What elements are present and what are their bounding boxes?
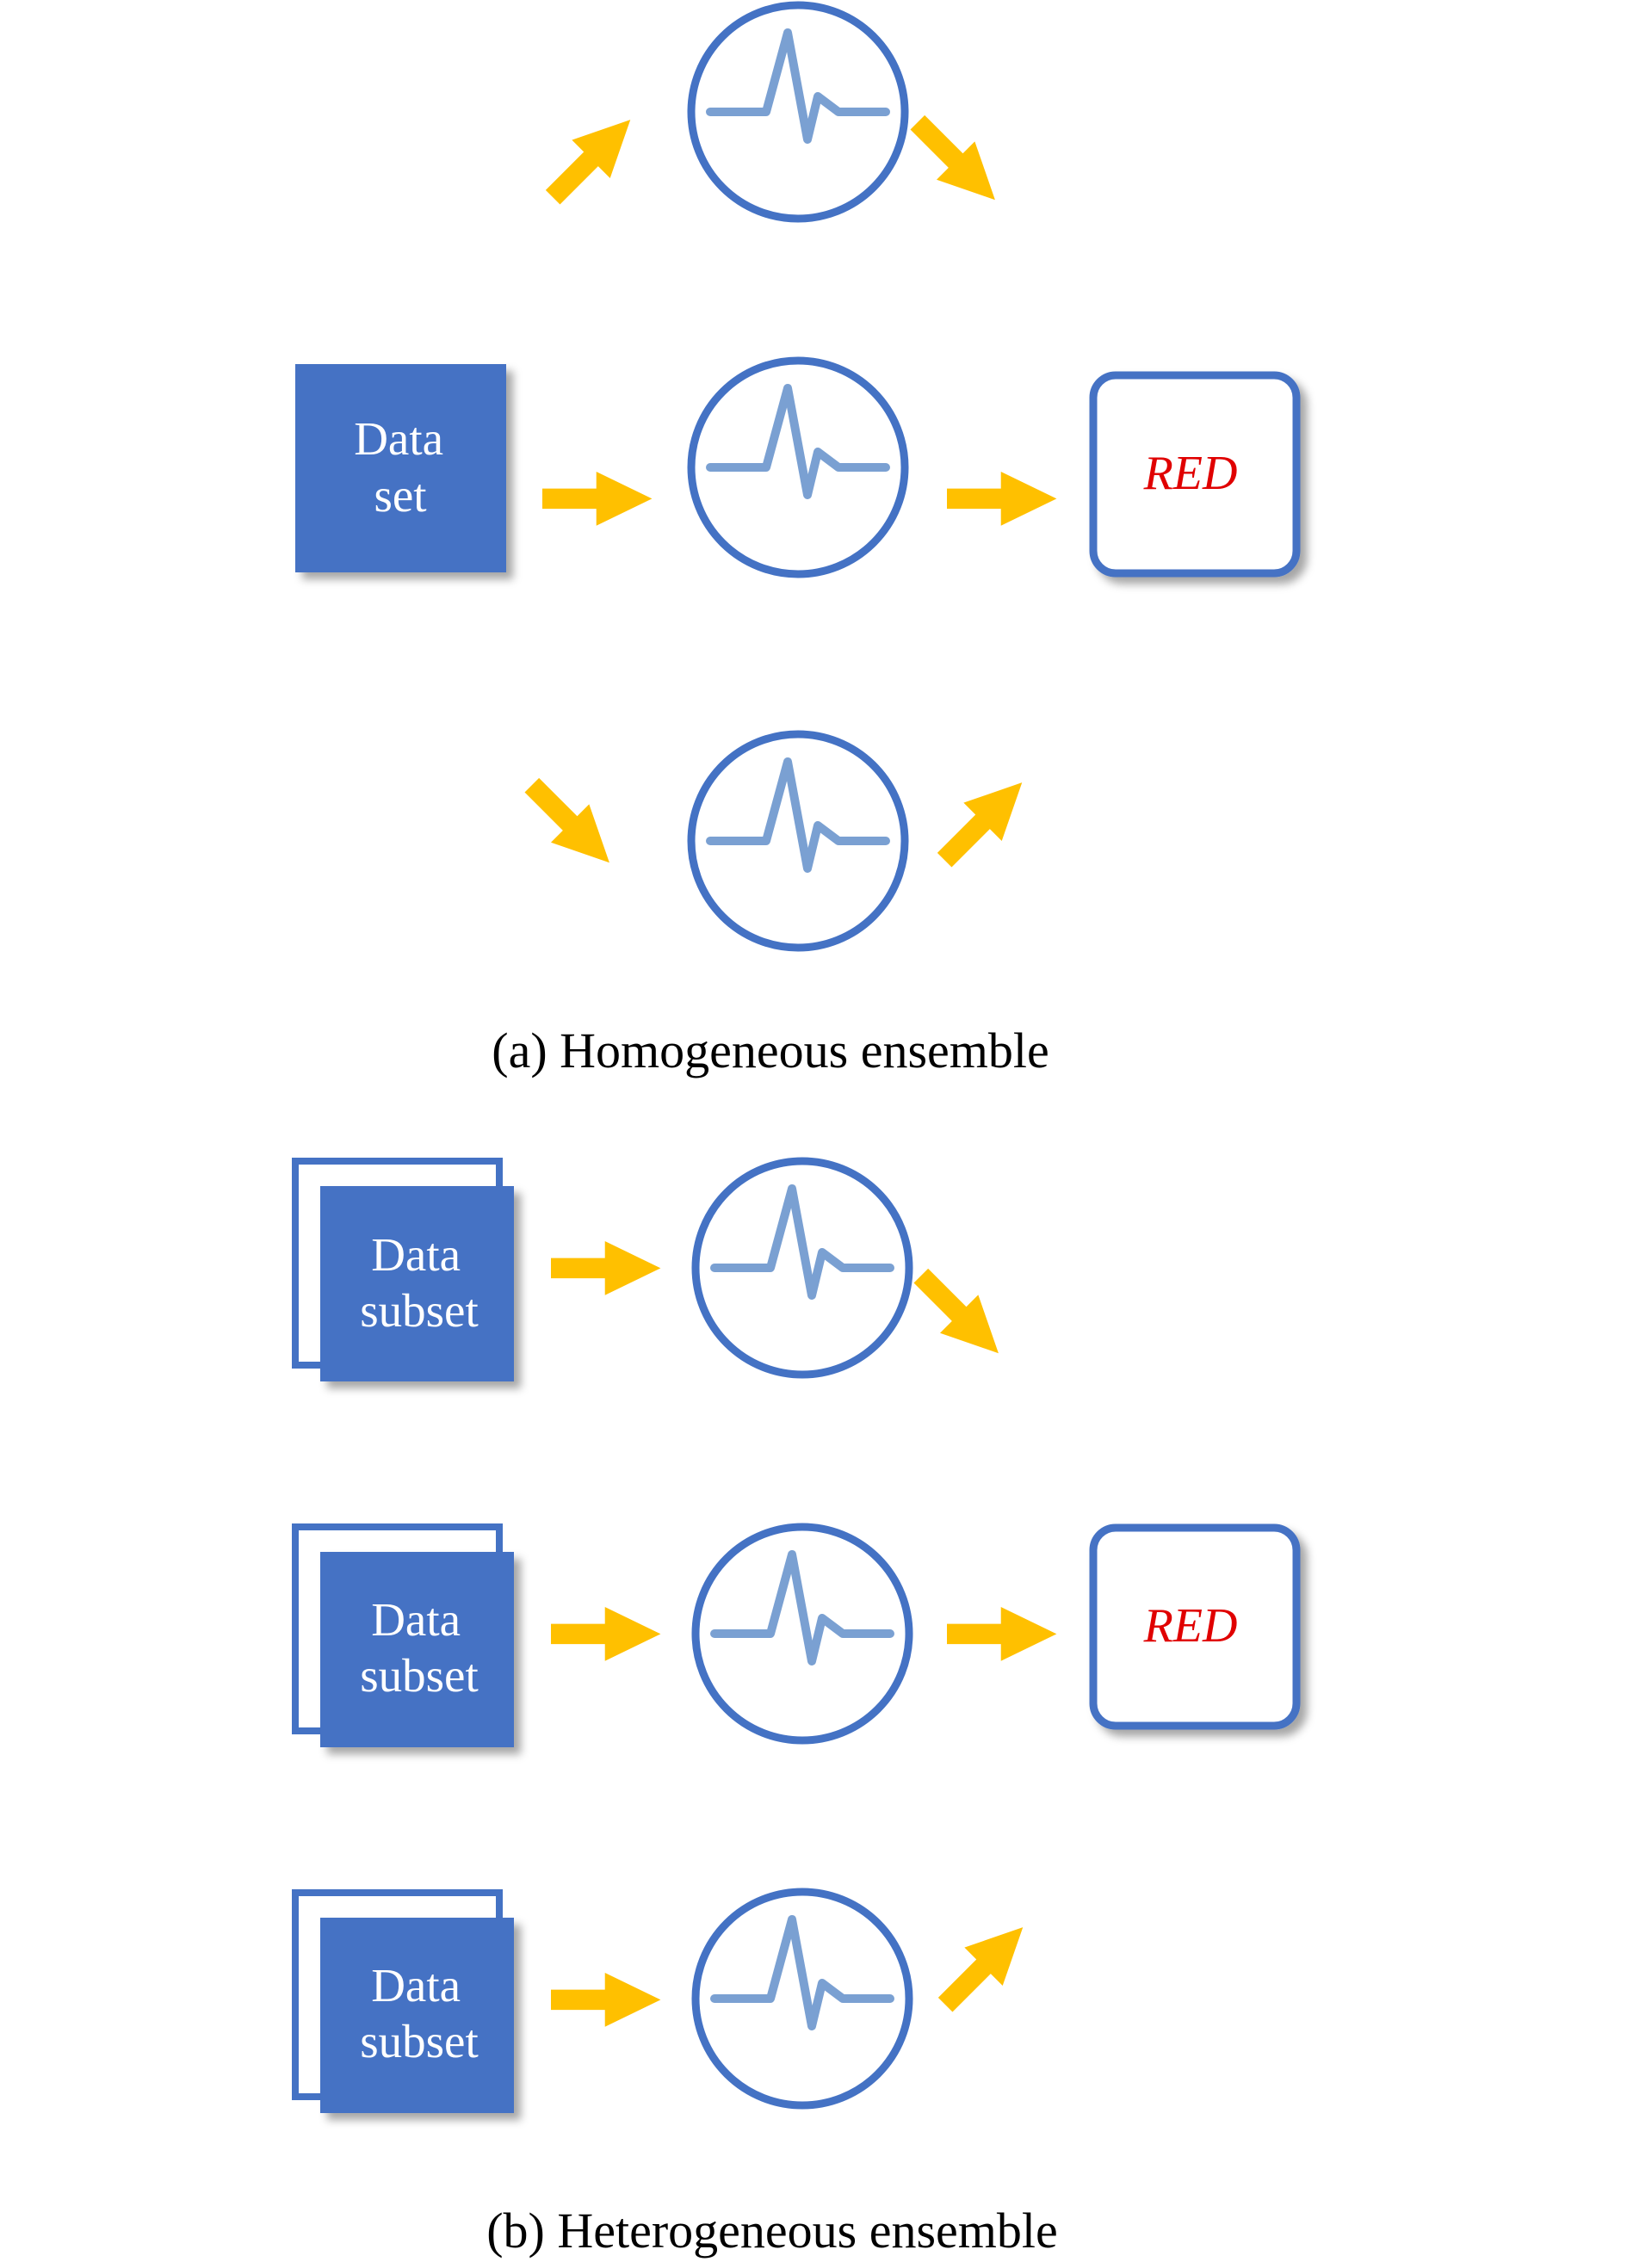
data-subset-box-3: Data subset bbox=[292, 1889, 514, 2113]
learner-b-top-icon bbox=[696, 1161, 909, 1375]
caption-a: (a) Homogeneous ensemble bbox=[492, 1023, 1049, 1078]
output-label-a: RED bbox=[1143, 447, 1238, 500]
dataset-label: Data set bbox=[354, 412, 455, 522]
learner-a-middle-icon bbox=[691, 361, 905, 574]
arrow-b-subset2-to-learner-icon bbox=[551, 1607, 661, 1661]
data-subset-label-3: Data subset bbox=[360, 1959, 479, 2067]
learner-a-bottom-icon bbox=[691, 734, 905, 948]
learner-a-top-icon bbox=[691, 5, 905, 219]
arrow-b-subset3-to-learner-icon bbox=[551, 1973, 661, 2027]
output-box-b: RED bbox=[1089, 1523, 1301, 1730]
panel-a: Data set RED (a) Homogeneous ensemble bbox=[295, 5, 1301, 1078]
arrow-a-top-learner-out-icon bbox=[898, 103, 1015, 219]
output-box-a: RED bbox=[1089, 371, 1301, 578]
data-subset-label-1: Data subset bbox=[360, 1228, 479, 1337]
data-subset-box-1: Data subset bbox=[292, 1158, 514, 1381]
data-subset-box-2: Data subset bbox=[292, 1523, 514, 1747]
arrow-a-to-top-learner-icon bbox=[534, 100, 650, 217]
arrow-b-subset1-to-learner-icon bbox=[551, 1241, 661, 1295]
arrow-b-learner-to-output-icon bbox=[947, 1607, 1057, 1661]
data-subset-label-2: Data subset bbox=[360, 1593, 479, 1702]
learner-b-middle-icon bbox=[696, 1527, 909, 1740]
arrow-b-bottom-learner-out-icon bbox=[926, 1907, 1042, 2024]
panel-b: Data subset Data subset Data subset bbox=[292, 1158, 1301, 2259]
arrow-b-top-learner-out-icon bbox=[901, 1257, 1018, 1373]
output-label-b: RED bbox=[1143, 1599, 1238, 1653]
arrow-a-learner-to-output-icon bbox=[947, 472, 1057, 526]
arrow-a-dataset-to-learner-icon bbox=[542, 472, 653, 526]
learner-b-bottom-icon bbox=[696, 1892, 909, 2105]
arrow-a-to-bottom-learner-icon bbox=[512, 766, 629, 882]
caption-b: (b) Heterogeneous ensemble bbox=[486, 2203, 1058, 2259]
arrow-a-bottom-learner-out-icon bbox=[925, 763, 1042, 880]
dataset-box: Data set bbox=[295, 364, 506, 572]
